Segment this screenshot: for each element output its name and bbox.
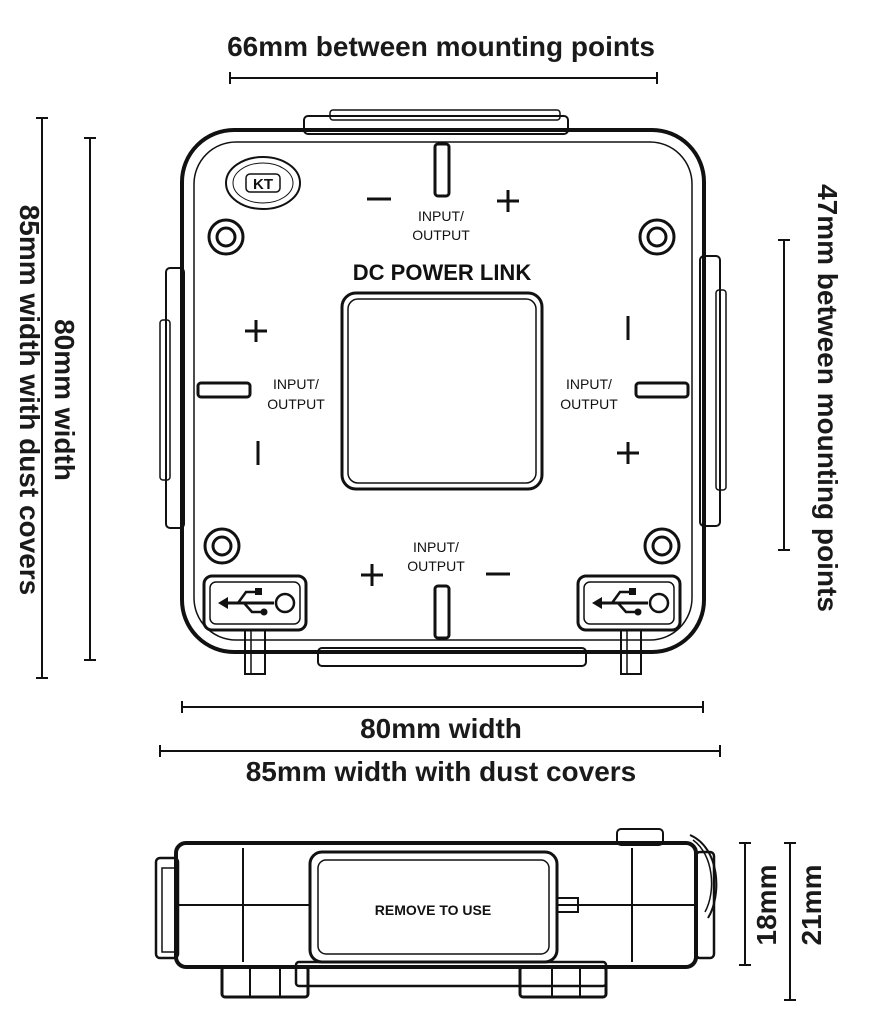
device-title: DC POWER LINK — [353, 260, 532, 285]
port-label-right-line1: INPUT/ — [566, 376, 612, 392]
device-top-view: KT DC POWER LINK INPUT — [159, 109, 727, 675]
port-slot-bottom — [433, 584, 451, 640]
remove-to-use-label: REMOVE TO USE — [375, 902, 491, 918]
usb-icon — [218, 588, 296, 616]
bottom-width-label: 80mm width — [360, 713, 522, 744]
mounting-hole-top-left — [207, 218, 245, 256]
port-right: INPUT/ OUTPUT — [560, 316, 690, 464]
port-label-right-line2: OUTPUT — [560, 396, 618, 412]
right-mounting-label: 47mm between mounting points — [812, 184, 843, 612]
mounting-hole-bottom-left — [203, 527, 241, 565]
usb-port-right — [576, 574, 682, 675]
logo-text: KT — [253, 176, 273, 193]
port-label-top-line2: OUTPUT — [412, 227, 470, 243]
port-slot-top — [433, 142, 451, 198]
left-outer-label: 85mm width with dust covers — [14, 205, 45, 596]
port-label-left-line2: OUTPUT — [267, 396, 325, 412]
top-dimension: 66mm between mounting points — [227, 31, 658, 84]
port-top: INPUT/ OUTPUT — [367, 142, 519, 243]
port-label-top-line1: INPUT/ — [418, 208, 464, 224]
mounting-hole-bottom-right — [643, 527, 681, 565]
left-dimensions: 85mm width with dust covers 80mm width — [14, 117, 96, 679]
bottom-outer-label: 85mm width with dust covers — [246, 756, 637, 787]
top-mounting-label: 66mm between mounting points — [227, 31, 655, 62]
kt-logo: KT — [225, 156, 301, 210]
usb-icon — [592, 588, 670, 616]
usb-port-left — [202, 574, 308, 675]
side-height-dimensions: 18mm 21mm — [739, 842, 827, 1001]
display-window — [340, 291, 544, 491]
port-slot-left — [196, 381, 252, 399]
mounting-hole-top-right — [638, 218, 676, 256]
port-label-left-line1: INPUT/ — [273, 376, 319, 392]
device-side-view: REMOVE TO USE — [154, 828, 718, 999]
port-label-bottom-line1: INPUT/ — [413, 539, 459, 555]
left-width-label: 80mm width — [49, 319, 80, 481]
port-slot-right — [634, 381, 690, 399]
dust-cover-tab — [308, 850, 559, 964]
port-label-bottom-line2: OUTPUT — [407, 558, 465, 574]
side-inner-height-label: 18mm — [751, 865, 782, 946]
right-dimension: 47mm between mounting points — [778, 184, 843, 612]
port-left: INPUT/ OUTPUT — [196, 320, 325, 465]
device-body — [180, 128, 706, 654]
bottom-dimensions: 80mm width 85mm width with dust covers — [159, 701, 721, 787]
port-bottom: INPUT/ OUTPUT — [361, 539, 510, 640]
side-outer-height-label: 21mm — [796, 865, 827, 946]
